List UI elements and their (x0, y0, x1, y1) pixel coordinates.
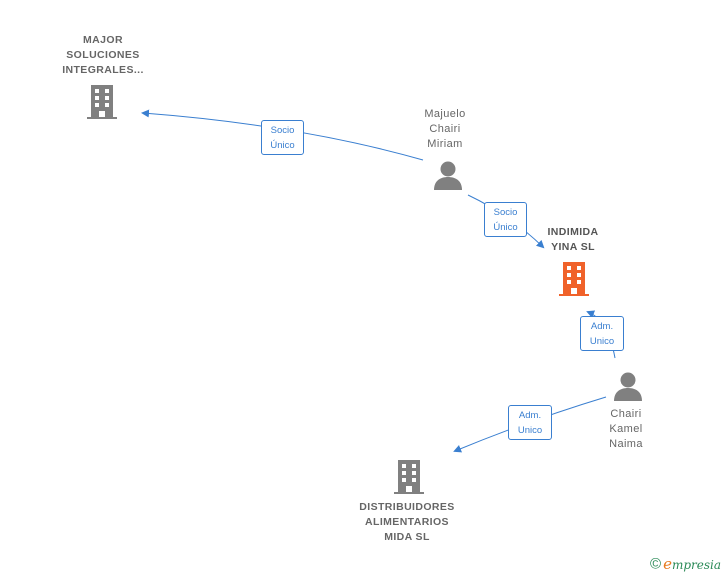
building-icon[interactable] (393, 459, 425, 495)
node-label-major[interactable]: MAJOR SOLUCIONES INTEGRALES... (62, 34, 144, 76)
brand-footer[interactable]: ©empresia (650, 555, 721, 573)
edge-label-majuelo-major[interactable]: Socio Único (261, 120, 304, 155)
copyright-icon: © (650, 555, 662, 573)
person-icon[interactable] (432, 160, 464, 190)
brand-logo: empresia (663, 555, 722, 573)
edge-label-chairi-indimida[interactable]: Adm. Unico (580, 316, 624, 351)
building-icon-focus[interactable] (558, 261, 590, 297)
node-label-indimida[interactable]: INDIMIDA YINA SL (547, 226, 599, 253)
node-label-chairi[interactable]: Chairi Kamel Naima (609, 408, 643, 450)
person-icon[interactable] (612, 371, 644, 401)
edge-label-majuelo-indimida[interactable]: Socio Único (484, 202, 527, 237)
node-label-distribuidores[interactable]: DISTRIBUIDORES ALIMENTARIOS MIDA SL (359, 501, 455, 543)
edge-label-chairi-distribuidores[interactable]: Adm. Unico (508, 405, 552, 440)
building-icon[interactable] (86, 84, 118, 120)
node-label-majuelo[interactable]: Majuelo Chairi Miriam (424, 108, 466, 150)
